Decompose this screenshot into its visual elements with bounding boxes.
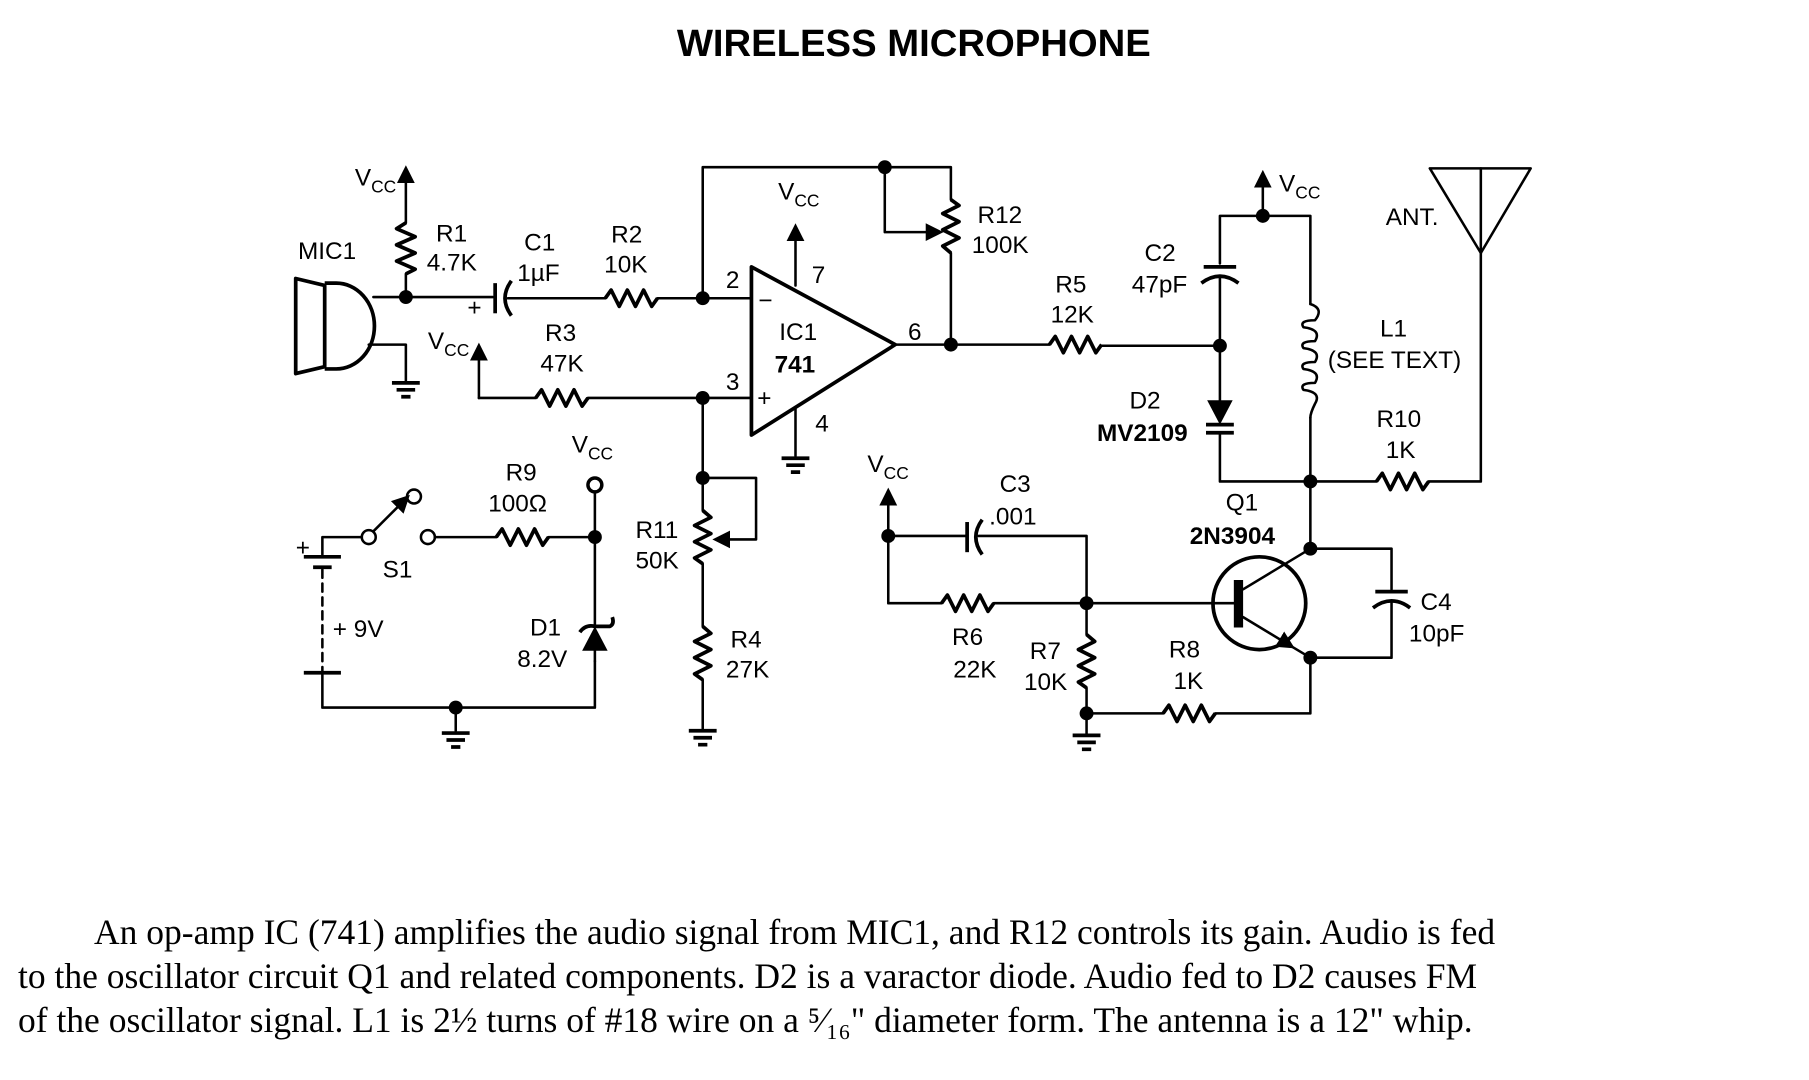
resistor-r7 (1076, 601, 1097, 714)
mic1: MIC1 (293, 238, 377, 376)
r12-value: 100K (972, 232, 1029, 259)
ic1-noninv-sign: + (757, 385, 771, 412)
r3-ref: R3 (545, 320, 576, 347)
l1-value: (SEE TEXT) (1328, 347, 1461, 374)
potentiometer-r12 (940, 198, 961, 346)
resistor-r2 (603, 288, 660, 309)
capacitor-c3 (965, 518, 984, 556)
resistor-r4 (692, 624, 713, 730)
ic1-value: 741 (775, 351, 816, 378)
q1-ref: Q1 (1226, 489, 1258, 516)
r6-ref: R6 (952, 624, 983, 651)
d2-value: MV2109 (1097, 420, 1188, 447)
c4-value: 10pF (1409, 620, 1465, 647)
r4-ref: R4 (731, 626, 762, 653)
transistor-q1 (1211, 547, 1312, 659)
r1-ref: R1 (436, 220, 467, 247)
vcc-terminal-icon (586, 476, 604, 494)
ground-icon (391, 381, 420, 399)
d2-ref: D2 (1129, 387, 1160, 414)
ic1-pin7: 7 (812, 262, 826, 289)
resistor-r6 (940, 593, 996, 614)
r11-ref: R11 (635, 517, 678, 544)
diagram-title: WIRELESS MICROPHONE (677, 22, 1151, 65)
ic1-pin6: 6 (908, 319, 922, 346)
vcc-label: VCC (778, 179, 819, 211)
c1-value: 1µF (517, 260, 559, 287)
r2-ref: R2 (611, 222, 642, 249)
ic1-inv-sign: − (758, 288, 772, 315)
opamp-ic1 (749, 265, 898, 437)
r12-ref: R12 (978, 202, 1023, 229)
resistor-r1 (394, 221, 417, 299)
r9-value: 100Ω (488, 491, 547, 518)
ground-icon (688, 728, 717, 747)
r7-ref: R7 (1030, 638, 1061, 665)
ground-icon (1072, 733, 1101, 752)
vcc-label: VCC (428, 328, 469, 360)
d1-ref: D1 (530, 615, 561, 642)
capacitor-c1 (493, 279, 513, 317)
ground-icon (781, 456, 810, 475)
c4-ref: C4 (1421, 589, 1452, 616)
r8-ref: R8 (1169, 637, 1200, 664)
ic1-pin4: 4 (815, 411, 829, 438)
r3-value: 47K (540, 350, 583, 377)
q1-value: 2N3904 (1190, 523, 1276, 550)
switch-s1[interactable] (360, 488, 437, 546)
caption-line-1: An op-amp IC (741) amplifies the audio s… (94, 912, 1496, 952)
varactor-d2 (1206, 344, 1312, 483)
ground-icon (441, 731, 470, 749)
s1-ref: S1 (383, 557, 413, 584)
c1-ref: C1 (524, 230, 555, 257)
resistor-r10 (1374, 471, 1431, 492)
r6-value: 22K (953, 656, 996, 683)
r10-value: 1K (1386, 437, 1416, 464)
resistor-r9 (494, 527, 551, 548)
description-text: An op-amp IC (741) amplifies the audio s… (18, 910, 1793, 1042)
ic1-ref: IC1 (779, 319, 817, 346)
r11-value: 50K (635, 547, 678, 574)
resistor-r3 (534, 387, 590, 408)
resistor-r8 (1161, 703, 1217, 724)
l1-ref: L1 (1380, 315, 1407, 342)
r2-value: 10K (604, 252, 647, 279)
r1-value: 4.7K (427, 249, 477, 276)
ic1-pin2: 2 (726, 267, 740, 294)
resistor-r5 (1047, 334, 1104, 355)
zener-d1 (578, 616, 615, 663)
inductor-l1 (1301, 302, 1320, 550)
potentiometer-r11 (692, 476, 713, 628)
vcc-label: VCC (572, 431, 613, 463)
c3-value: .001 (989, 503, 1036, 530)
d1-value: 8.2V (517, 646, 568, 673)
junction-dot (943, 337, 958, 352)
vcc-label: VCC (355, 165, 396, 197)
r8-value: 1K (1174, 668, 1204, 695)
r5-ref: R5 (1055, 271, 1086, 298)
r9-ref: R9 (506, 459, 537, 486)
vcc-label: VCC (867, 451, 908, 483)
c2-value: 47pF (1132, 271, 1188, 298)
c3-ref: C3 (1000, 471, 1031, 498)
mic1-label: MIC1 (298, 238, 356, 265)
battery-value: + 9V (333, 616, 385, 643)
c2-ref: C2 (1145, 240, 1176, 267)
ic1-pin3: 3 (726, 369, 740, 396)
battery-polarity: + (296, 535, 310, 562)
r7-value: 10K (1024, 669, 1067, 696)
r5-value: 12K (1051, 302, 1094, 329)
antenna-label: ANT. (1386, 204, 1439, 231)
r10-ref: R10 (1376, 406, 1421, 433)
caption-line-3: of the oscillator signal. L1 is 2½ turns… (18, 1000, 1473, 1040)
antenna-icon (1428, 167, 1532, 255)
caption-line-2: to the oscillator circuit Q1 and related… (18, 956, 1478, 996)
r4-value: 27K (726, 656, 769, 683)
vcc-label: VCC (1279, 171, 1320, 203)
c1-polarity: + (467, 295, 481, 322)
